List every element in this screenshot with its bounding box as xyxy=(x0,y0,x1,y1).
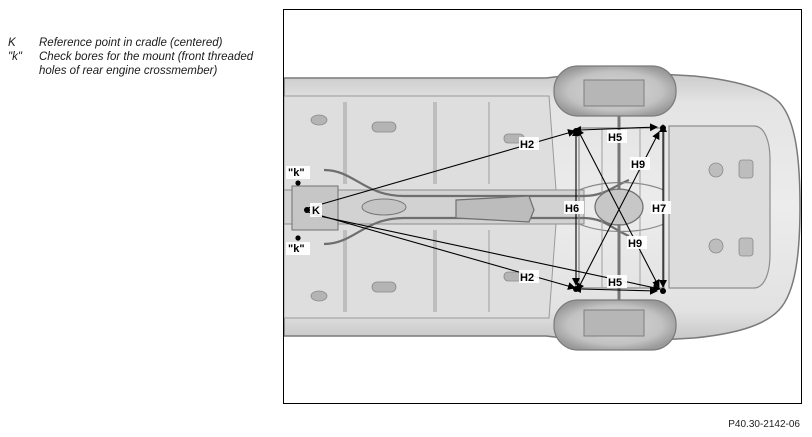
legend-item-k-reference: K Reference point in cradle (centered) xyxy=(8,36,258,50)
label-check-bore-bottom: "k" xyxy=(288,243,305,255)
vehicle-underbody-illustration: K "k" "k" H2 H2 H5 H5 H6 H7 H9 H9 xyxy=(284,65,801,351)
label-h5-bottom: H5 xyxy=(608,277,622,289)
label-h9-bottom: H9 xyxy=(628,238,642,250)
legend-key: K xyxy=(8,37,16,49)
label-h2-top: H2 xyxy=(520,139,534,151)
label-k-reference: K xyxy=(312,205,320,217)
legend: K Reference point in cradle (centered) "… xyxy=(8,36,258,78)
legend-item-k-check-bores: "k" Check bores for the mount (front thr… xyxy=(8,50,258,78)
label-h5-top: H5 xyxy=(608,132,622,144)
underbody-diagram: K "k" "k" H2 H2 H5 H5 H6 H7 H9 H9 xyxy=(283,9,802,404)
legend-text: Reference point in cradle (centered) xyxy=(39,37,223,49)
label-h2-bottom: H2 xyxy=(520,272,534,284)
measurement-points xyxy=(295,125,666,294)
label-h9-top: H9 xyxy=(631,159,645,171)
label-h6: H6 xyxy=(565,203,579,215)
car-body xyxy=(284,69,801,345)
label-h7: H7 xyxy=(652,203,666,215)
rear-wheel-bottom xyxy=(553,299,677,351)
label-check-bore-top: "k" xyxy=(288,167,305,179)
legend-text: Check bores for the mount (front threade… xyxy=(39,51,254,77)
rear-wheel-top xyxy=(553,65,677,117)
measurement-labels: K "k" "k" H2 H2 H5 H5 H6 H7 H9 H9 xyxy=(286,130,671,289)
legend-key: "k" xyxy=(8,51,22,63)
figure-reference-code: P40.30-2142-06 xyxy=(728,419,800,430)
